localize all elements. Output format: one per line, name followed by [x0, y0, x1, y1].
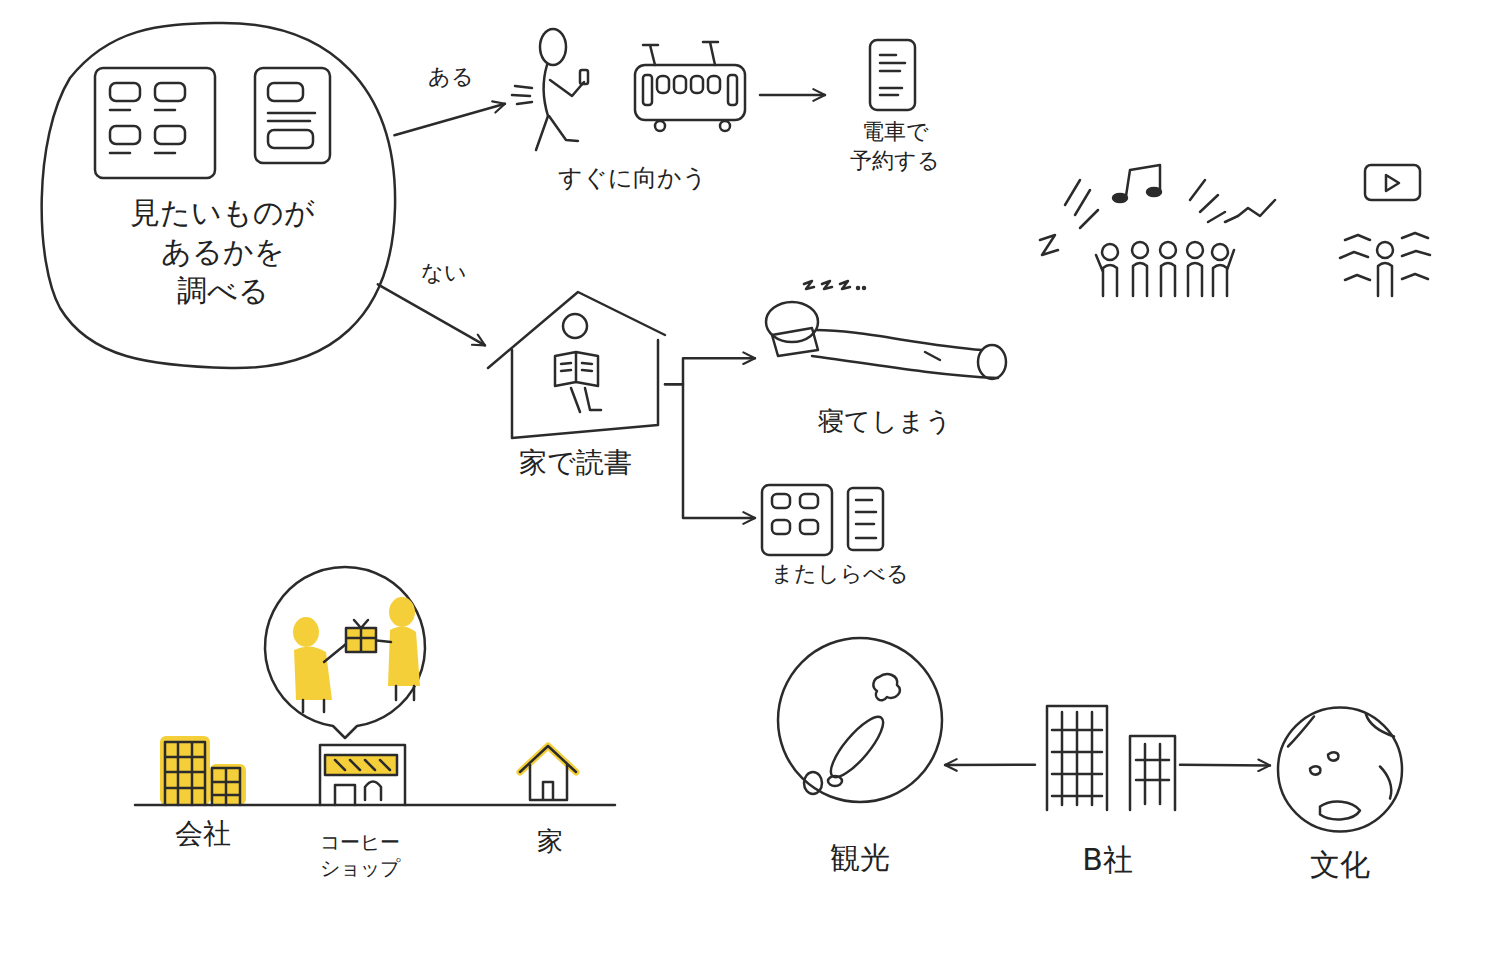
sketch-node: 見たいものが あるかを 調べる	[30, 18, 400, 373]
house-reading	[488, 292, 665, 438]
arrow-connector	[945, 764, 1035, 767]
town-illustration	[135, 567, 615, 805]
sketch-node: 家で読書	[485, 290, 665, 495]
sketch-node: B社	[1035, 700, 1180, 885]
sketch-node: 文化	[1270, 705, 1410, 888]
video-illustration	[1340, 165, 1430, 296]
sketch-node: コーヒー ショップ	[295, 735, 425, 895]
node-text: すぐに向かう	[558, 163, 707, 194]
node-text: 寝てしまう	[818, 405, 952, 439]
edge-label: ない	[418, 258, 470, 288]
arrow-connector	[665, 358, 755, 384]
caption-holder: 会社	[150, 816, 255, 852]
sketch-node: 電車で 予約する	[825, 38, 965, 188]
sketch-node: 観光	[775, 635, 945, 890]
concert-illustration	[1040, 165, 1275, 296]
node-text: 家	[537, 825, 563, 859]
node-text: 観光	[830, 838, 890, 877]
phone-icon	[870, 40, 915, 110]
node-text: 文化	[1310, 845, 1370, 884]
walking-figure	[512, 29, 588, 150]
node-text: B社	[1082, 840, 1133, 879]
sketch-node: すぐに向かう	[505, 25, 760, 200]
caption-holder: 文化	[1270, 845, 1410, 884]
caption-holder: 観光	[775, 838, 945, 877]
arrow-connector	[760, 94, 825, 97]
train-icon	[635, 42, 745, 131]
node-text: 家で読書	[519, 445, 632, 481]
arrow-connector	[378, 284, 485, 345]
node-text: またしらべる	[771, 560, 909, 589]
node-text: 会社	[175, 816, 231, 852]
building-icon	[1047, 706, 1175, 810]
sketch-node: またしらべる	[755, 478, 925, 603]
caption-holder: 寝てしまう	[755, 405, 1015, 439]
node-text: コーヒー ショップ	[320, 829, 400, 881]
edge-label: ある	[425, 62, 477, 92]
caption-holder: 家で読書	[485, 445, 665, 481]
caption-holder: B社	[1035, 840, 1180, 879]
caption-holder: コーヒー ショップ	[295, 829, 425, 881]
sketch-node: 会社	[150, 730, 255, 865]
devices-icon	[762, 485, 883, 555]
caption-holder: 家	[510, 825, 590, 859]
node-text: 電車で 予約する	[850, 118, 940, 175]
caption-holder: すぐに向かう	[505, 163, 760, 194]
sleeping-figure	[766, 281, 1006, 379]
arrow-connector	[665, 384, 755, 518]
node-text: 見たいものが あるかを 調べる	[130, 193, 315, 310]
arrow-connector	[1180, 764, 1270, 767]
sketch-node: 家	[510, 735, 590, 863]
caption-holder: 電車で 予約する	[825, 118, 965, 175]
arrow-connector	[394, 104, 505, 135]
caption-holder: またしらべる	[755, 560, 925, 589]
sketch-node: 寝てしまう	[755, 270, 1015, 450]
